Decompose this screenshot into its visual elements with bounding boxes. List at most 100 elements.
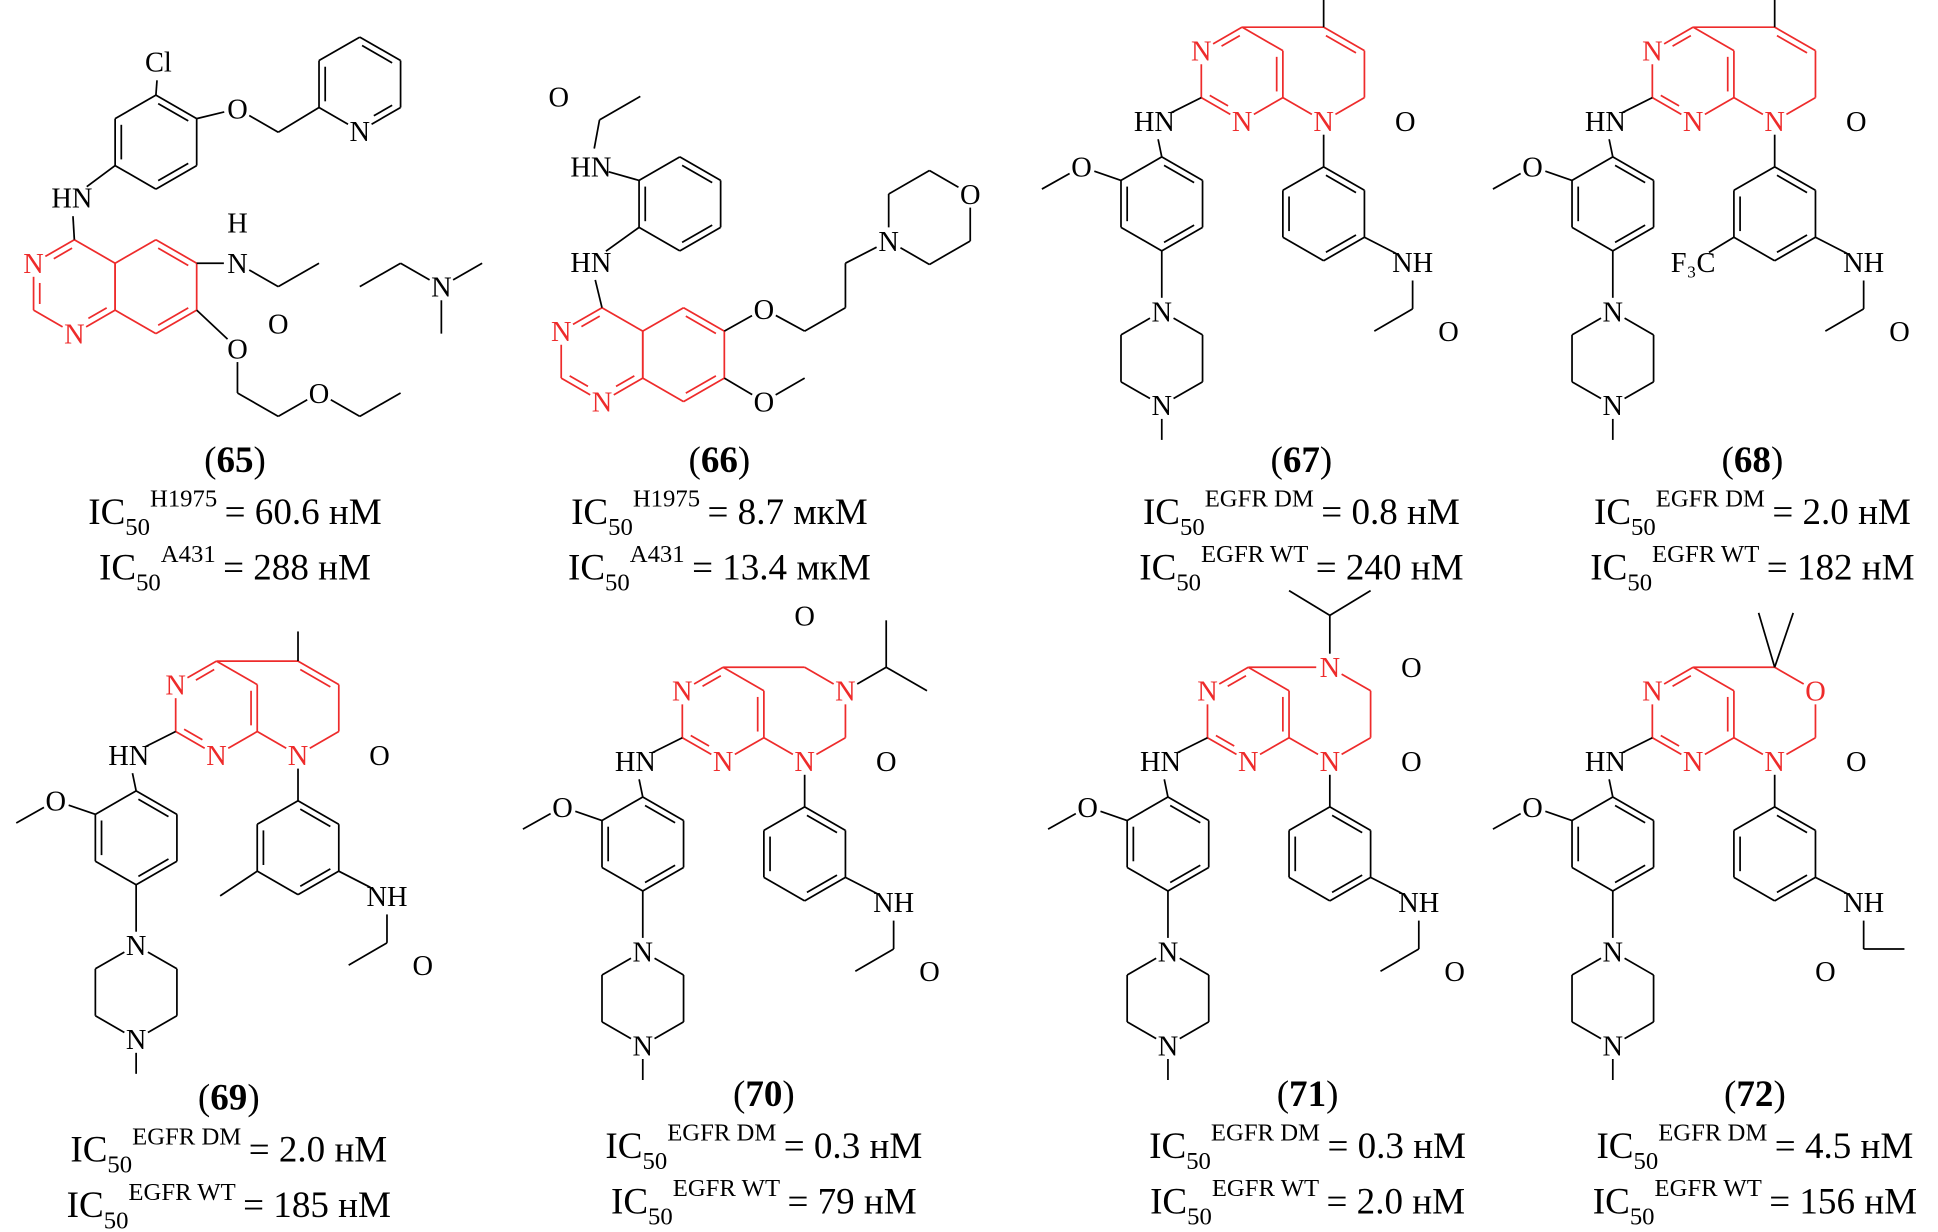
bond [1120, 226, 1163, 252]
bond [1364, 98, 1393, 115]
ic50-line: IC50EGFR WT= 185 нМ [67, 1179, 391, 1232]
bond [572, 306, 603, 326]
bond [1492, 812, 1522, 830]
bond [114, 94, 157, 120]
ic-subscript: 50 [104, 1207, 129, 1232]
bond [681, 736, 712, 756]
bond-double [806, 874, 838, 894]
bond [1126, 866, 1169, 892]
bond [319, 263, 360, 286]
paren-close: ) [254, 440, 266, 481]
atom-label-nh: NH [1843, 248, 1884, 279]
paren-close: ) [738, 440, 750, 481]
bond [297, 660, 340, 686]
atom-label-hn: HN [1585, 747, 1626, 778]
bond-double [53, 247, 73, 260]
paren-open: ( [1271, 440, 1283, 481]
ic-label: IC [1596, 1126, 1633, 1167]
bond [734, 736, 765, 756]
bond [1341, 673, 1372, 692]
bond [1218, 666, 1249, 685]
bond [1126, 1021, 1157, 1040]
bond [575, 810, 603, 822]
bond [763, 876, 806, 902]
bond [1733, 876, 1776, 902]
bond-double [1331, 874, 1363, 894]
bond-double [137, 798, 169, 818]
bond [1612, 866, 1655, 892]
compound-number-value: 71 [1289, 1074, 1326, 1115]
atom-label-o: O [1438, 317, 1459, 348]
bond [1041, 172, 1071, 190]
ic50-value: = 0.3 нМ [784, 1126, 923, 1167]
bond [1571, 226, 1614, 252]
bond [642, 796, 684, 822]
atom-label-hn: HN [1585, 107, 1626, 138]
bond [605, 226, 640, 252]
bond [1253, 96, 1284, 116]
ic-subscript: 50 [1631, 514, 1656, 541]
atom-label-o: O [794, 601, 815, 632]
bond [1692, 666, 1735, 692]
bond [1624, 381, 1655, 400]
paren-close: ) [247, 1078, 259, 1119]
atom-label-n: N [1197, 677, 1218, 708]
bond [227, 730, 258, 749]
ic-label: IC [88, 492, 125, 533]
bond [601, 796, 644, 822]
ic-subscript: 50 [1630, 1204, 1655, 1231]
bond [1288, 876, 1331, 902]
ic50-value: = 79 нМ [787, 1181, 916, 1222]
bond [1380, 948, 1420, 973]
bond [1774, 26, 1816, 52]
ic-label: IC [611, 1181, 648, 1222]
bond [86, 164, 116, 188]
bond-double [183, 728, 203, 741]
bond [1774, 806, 1816, 832]
bond [1663, 26, 1694, 45]
ic50-value: = 185 нМ [243, 1185, 391, 1226]
bond [763, 736, 794, 756]
ic50-line: IC50A431= 13.4 мкМ [568, 541, 871, 596]
paren-open: ( [1724, 1074, 1736, 1115]
atom-label-n: N [206, 741, 227, 772]
atom-label-o: O [1805, 677, 1826, 708]
atom-label-n: N [1603, 1031, 1624, 1062]
atom-label-n: N [165, 670, 186, 701]
bond [845, 876, 878, 895]
bond-double [1169, 804, 1201, 824]
bond [216, 660, 258, 686]
paren-open: ( [1722, 440, 1734, 481]
ic-label: IC [67, 1185, 104, 1226]
bond [359, 262, 402, 288]
bond [1621, 736, 1653, 754]
bond [1663, 666, 1694, 685]
atom-label-n: N [592, 387, 613, 418]
atom-label-hn: HN [615, 747, 656, 778]
atom-label-n: N [431, 273, 452, 304]
bond [1757, 612, 1776, 668]
ic-subscript: 50 [1176, 570, 1201, 597]
bond [114, 309, 157, 335]
bond [1419, 949, 1443, 964]
bond-double [1812, 743, 1841, 760]
compound-number-value: 66 [701, 440, 738, 481]
bond-double [1776, 234, 1808, 254]
bond-double [1776, 34, 1808, 54]
bond [560, 377, 591, 396]
ic-label: IC [99, 548, 136, 589]
bond-double [1614, 224, 1646, 244]
bond-double [1614, 864, 1646, 884]
bond [277, 106, 320, 133]
atom-label-o: O [1522, 153, 1543, 184]
bond [900, 246, 930, 266]
bond [1571, 317, 1602, 336]
paren-open: ( [733, 1074, 745, 1115]
ic50-line: IC50EGFR DM= 2.0 нМ [70, 1123, 387, 1178]
bond [1492, 172, 1522, 190]
bond [571, 103, 600, 120]
atom-label-o: O [754, 387, 775, 418]
